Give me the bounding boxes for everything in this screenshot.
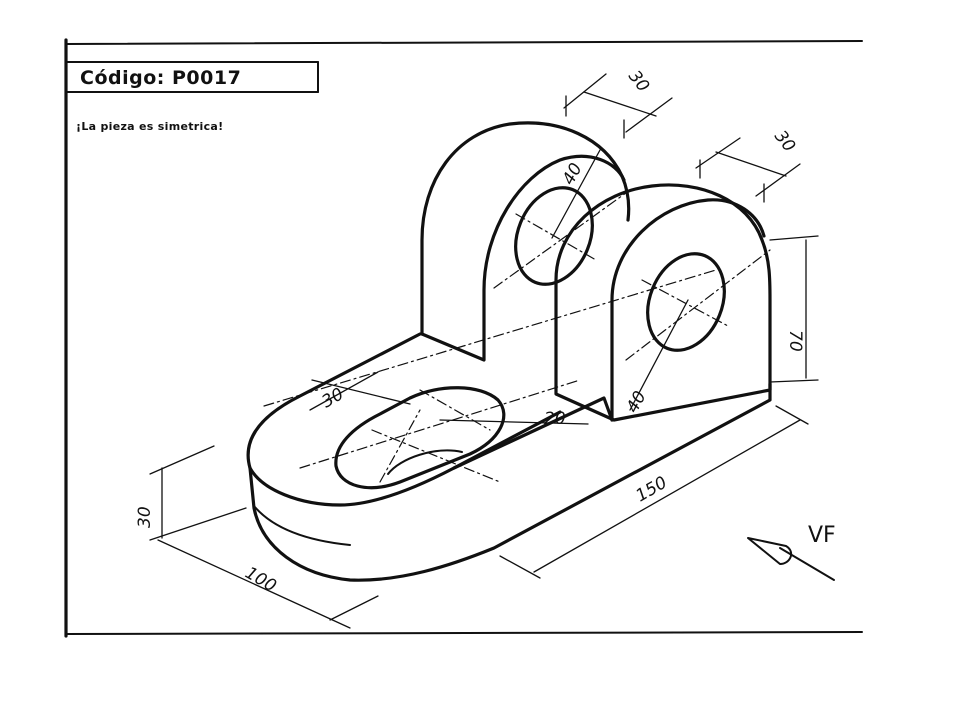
title-block: Código: P0017 ¡La pieza es simetrica! [65, 61, 319, 133]
dim-30-upper: 30 [624, 67, 653, 96]
rear-lug-hole [514, 186, 594, 286]
front-view-marker: VF [747, 523, 836, 581]
base-plate-outline [246, 332, 772, 582]
base-plate-bottom-front-edge [253, 505, 351, 546]
view-arrow-cone [747, 537, 793, 565]
dim-30-base: 30 [135, 506, 155, 528]
rear-lug [420, 121, 631, 336]
base-plate-top-edge [248, 410, 562, 507]
sheet-frame [64, 38, 863, 638]
dim-70-height: 70 [785, 330, 805, 352]
dim-40-front-hole: 40 [623, 388, 651, 416]
dim-40-rear-hole: 40 [559, 160, 587, 188]
slot-hole [334, 386, 506, 490]
front-lug [554, 183, 772, 422]
front-lug-hole [646, 252, 726, 352]
part-code: Código: P0017 [80, 67, 241, 89]
dim-30-lower: 30 [770, 127, 799, 156]
dim-r20: 20 [544, 409, 566, 429]
symmetry-note: ¡La pieza es simetrica! [76, 120, 223, 133]
isometric-part [246, 121, 772, 582]
dimension-labels: 30 30 40 70 40 30 20 150 30 100 [135, 67, 805, 597]
dim-150-length: 150 [633, 473, 671, 507]
dim-100-width: 100 [242, 563, 280, 597]
dimension-lines [149, 73, 819, 629]
view-label: VF [808, 523, 836, 548]
centerlines [263, 189, 771, 483]
